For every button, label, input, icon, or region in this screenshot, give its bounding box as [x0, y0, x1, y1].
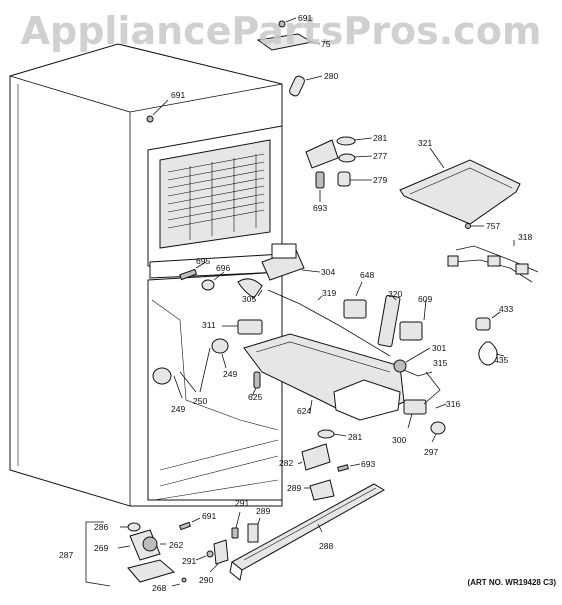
label-304: 304	[321, 267, 335, 277]
label-696: 696	[216, 263, 230, 273]
label-609: 609	[418, 294, 432, 304]
label-250: 250	[193, 396, 207, 406]
label-695: 695	[196, 256, 210, 266]
label-249-left: 249	[171, 404, 185, 414]
label-269: 269	[94, 543, 108, 553]
label-316: 316	[446, 399, 460, 409]
label-282: 282	[279, 458, 293, 468]
label-318: 318	[518, 232, 532, 242]
label-300: 300	[392, 435, 406, 445]
label-281-upper: 281	[373, 133, 387, 143]
label-281-lower: 281	[348, 432, 362, 442]
roller-assembly	[85, 521, 187, 587]
label-691-left: 691	[171, 90, 185, 100]
label-75: 75	[321, 39, 331, 49]
watermark-text: AppliancePartsPros.com	[21, 9, 542, 53]
label-648: 648	[360, 270, 374, 280]
control-parts	[179, 243, 321, 299]
label-286: 286	[94, 522, 108, 532]
hinge-parts	[305, 136, 373, 202]
label-315: 315	[433, 358, 447, 368]
top-hardware	[146, 17, 323, 123]
label-277: 277	[373, 151, 387, 161]
lower-hinge-parts	[297, 429, 361, 472]
grille-parts	[229, 479, 385, 581]
part-labels: 691 75 280 691 281 277 279 693 321 757 3…	[59, 13, 532, 593]
label-691-lower: 691	[202, 511, 216, 521]
label-320: 320	[388, 289, 402, 299]
label-311: 311	[202, 320, 216, 330]
label-319: 319	[322, 288, 336, 298]
label-297: 297	[424, 447, 438, 457]
cabinet-body	[9, 43, 283, 507]
label-691-top: 691	[298, 13, 312, 23]
control-housing	[222, 319, 433, 421]
label-290: 290	[199, 575, 213, 585]
label-289-left: 289	[256, 506, 270, 516]
label-625: 625	[248, 392, 262, 402]
light-socket-bulb	[475, 311, 505, 366]
label-624: 624	[297, 406, 311, 416]
label-757: 757	[486, 221, 500, 231]
label-289-right: 289	[287, 483, 301, 493]
label-291-upper: 291	[235, 498, 249, 508]
label-268: 268	[152, 583, 166, 593]
label-301: 301	[432, 343, 446, 353]
label-287: 287	[59, 550, 73, 560]
label-321: 321	[418, 138, 432, 148]
label-433: 433	[499, 304, 513, 314]
label-291-lower: 291	[182, 556, 196, 566]
art-number: (ART NO. WR19428 C3)	[468, 578, 557, 587]
cover-and-harness	[399, 147, 539, 283]
label-305: 305	[242, 294, 256, 304]
label-280: 280	[324, 71, 338, 81]
label-279: 279	[373, 175, 387, 185]
damper-cable-parts	[267, 281, 427, 357]
label-435: 435	[494, 355, 508, 365]
lower-fasteners	[178, 511, 261, 573]
label-693-upper: 693	[313, 203, 327, 213]
thermostat-parts	[403, 371, 447, 443]
label-693-lower: 693	[361, 459, 375, 469]
defrost-parts	[152, 338, 261, 399]
label-249-right: 249	[223, 369, 237, 379]
label-288: 288	[319, 541, 333, 551]
label-262: 262	[169, 540, 183, 550]
